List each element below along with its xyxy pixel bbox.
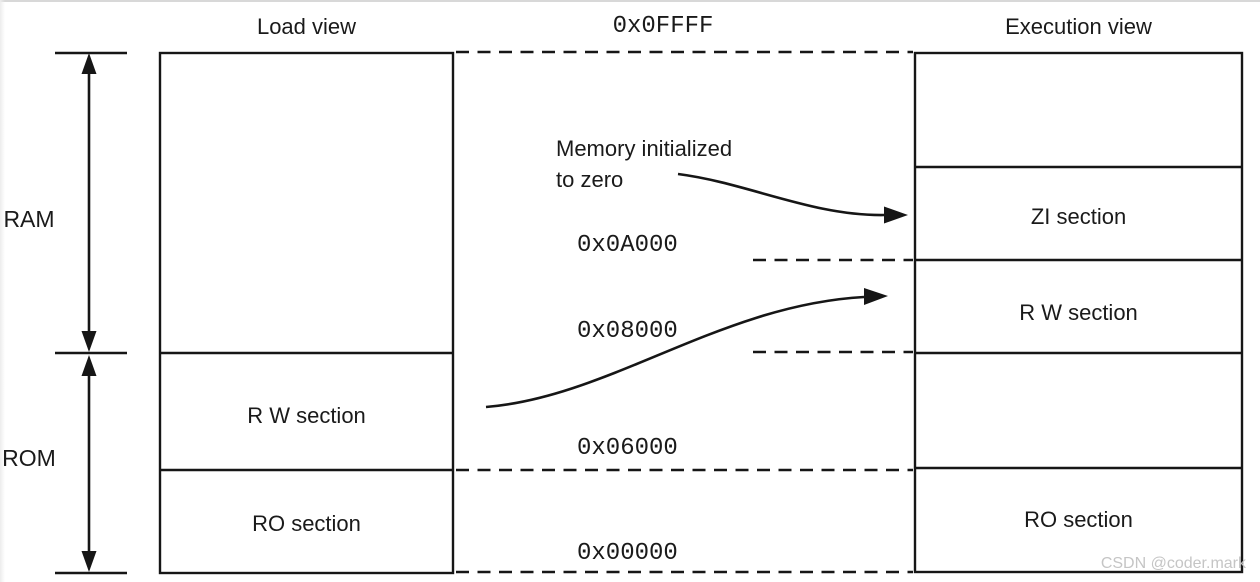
top-address-0x0FFFF: 0x0FFFF bbox=[612, 13, 714, 40]
zero-init-annotation: Memory initialized to zero bbox=[556, 133, 732, 195]
rom-arrowhead-up bbox=[81, 355, 97, 376]
address-0x06000: 0x06000 bbox=[577, 435, 678, 462]
address-0x00000: 0x00000 bbox=[577, 540, 678, 567]
ram-label: RAM bbox=[3, 206, 55, 232]
ram-arrowhead-up bbox=[81, 53, 97, 74]
execution-view-box bbox=[913, 51, 1244, 574]
page-left-edge-shade bbox=[0, 0, 5, 582]
load-view-rw-section-label: R W section bbox=[247, 403, 366, 428]
execution-view-rw-section-label: R W section bbox=[1019, 300, 1138, 325]
rom-label: ROM bbox=[2, 445, 56, 471]
rom-arrowhead-down bbox=[81, 551, 97, 572]
page-top-border bbox=[0, 0, 1260, 2]
address-0x0A000: 0x0A000 bbox=[577, 232, 678, 259]
address-0x08000: 0x08000 bbox=[577, 318, 678, 345]
load-view-box bbox=[158, 51, 455, 575]
csdn-watermark: CSDN @coder.mark bbox=[1100, 555, 1246, 572]
zero-init-annotation-line1: Memory initialized bbox=[556, 136, 733, 161]
execution-view-ro-section-label: RO section bbox=[1024, 507, 1133, 532]
zero-init-arrow-curve bbox=[677, 172, 885, 217]
zero-init-annotation-line2: to zero bbox=[556, 167, 624, 192]
ram-arrowhead-down bbox=[81, 331, 97, 352]
execution-view-zi-section-label: ZI section bbox=[1030, 204, 1127, 229]
rw-copy-arrowhead bbox=[864, 288, 888, 305]
load-view-title: Load view bbox=[256, 14, 357, 39]
execution-view-title: Execution view bbox=[1005, 14, 1152, 39]
load-view-ro-section-label: RO section bbox=[252, 511, 361, 536]
rw-copy-arrow-curve bbox=[485, 295, 865, 409]
zero-init-arrowhead bbox=[884, 206, 908, 224]
